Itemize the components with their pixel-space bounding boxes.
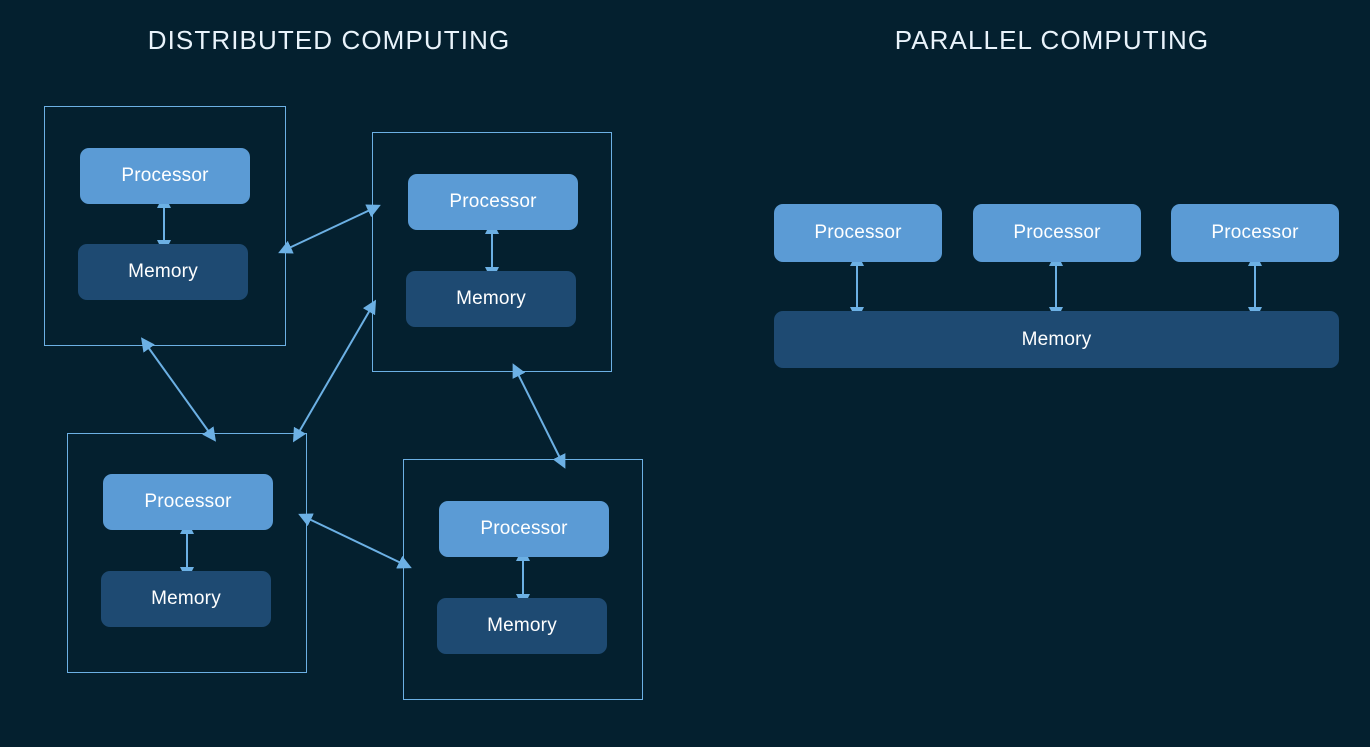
distributed-node-4-processor[interactable]: Processor <box>439 501 609 557</box>
distributed-node-3-processor[interactable]: Processor <box>103 474 273 530</box>
distributed-link-3-4-arrow <box>298 513 412 569</box>
distributed-node-1-frame[interactable] <box>44 106 286 346</box>
distributed-link-2-3-arrow <box>292 299 377 443</box>
section-title-parallel: PARALLEL COMPUTING <box>894 25 1210 55</box>
parallel-processor-2[interactable]: Processor <box>973 204 1141 262</box>
parallel-processor-1[interactable]: Processor <box>774 204 942 262</box>
arrows-group <box>141 194 1262 608</box>
distributed-node-4-frame[interactable] <box>403 459 643 700</box>
distributed-link-1-2-arrow <box>278 204 381 254</box>
section-title-distributed: DISTRIBUTED COMPUTING <box>147 25 511 55</box>
distributed-link-2-4-arrow <box>512 363 566 469</box>
distributed-node-3-memory[interactable]: Memory <box>101 571 271 627</box>
distributed-node-2-frame[interactable] <box>372 132 612 372</box>
distributed-node-2-processor[interactable]: Processor <box>408 174 578 230</box>
distributed-node-2-memory[interactable]: Memory <box>406 271 576 327</box>
parallel-shared-memory[interactable]: Memory <box>774 311 1339 368</box>
parallel-processor-3[interactable]: Processor <box>1171 204 1339 262</box>
distributed-node-1-memory[interactable]: Memory <box>78 244 248 300</box>
distributed-node-3-frame[interactable] <box>67 433 307 673</box>
distributed-link-1-3-arrow <box>141 337 216 442</box>
distributed-node-4-memory[interactable]: Memory <box>437 598 607 654</box>
distributed-node-1-processor[interactable]: Processor <box>80 148 250 204</box>
